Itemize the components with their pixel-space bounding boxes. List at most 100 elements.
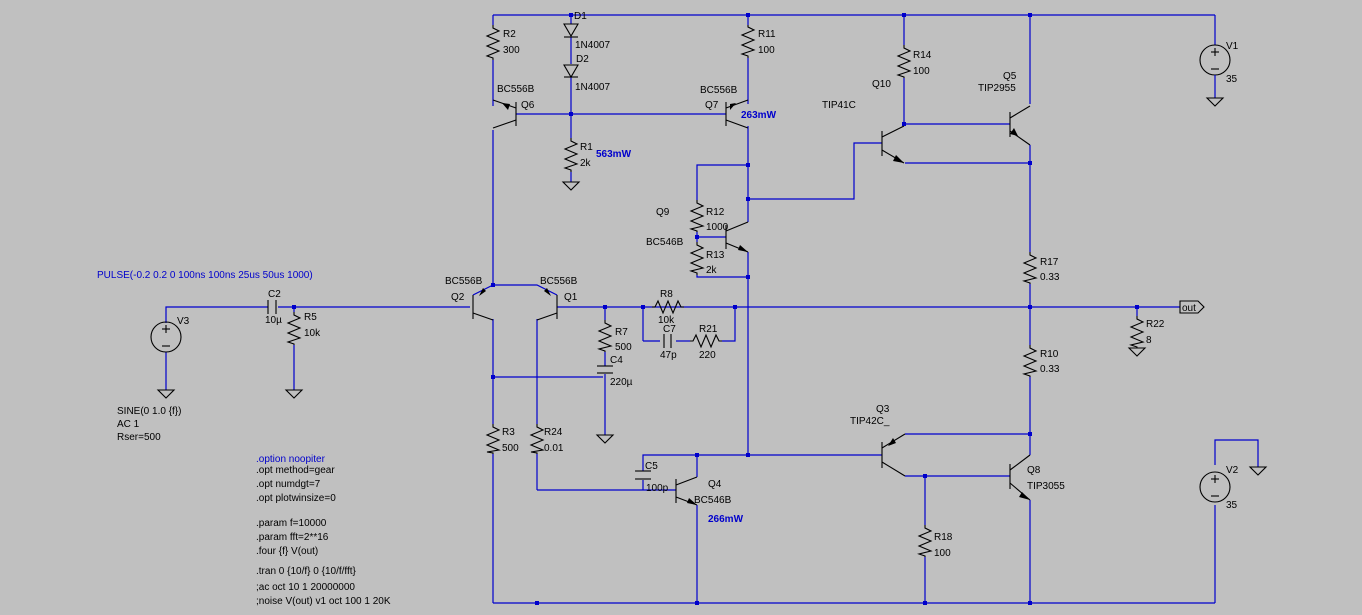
label-R24-value: 0.01 xyxy=(544,443,564,454)
label-R11-ref: R11 xyxy=(758,29,776,40)
ground-icon xyxy=(1127,347,1147,357)
transistor-Q10[interactable] xyxy=(881,125,905,164)
label-R18-value: 100 xyxy=(934,548,951,559)
capacitor-C5[interactable] xyxy=(635,470,651,480)
diode-D1[interactable] xyxy=(563,23,579,38)
resistor-R3[interactable] xyxy=(485,424,501,454)
capacitor-C2[interactable] xyxy=(267,300,277,314)
label-C2-value: 10µ xyxy=(265,315,282,326)
ground-symbols xyxy=(156,97,1268,476)
label-R8-ref: R8 xyxy=(660,289,673,300)
label-Q10-model: TIP41C xyxy=(822,100,856,111)
resistor-R1[interactable] xyxy=(563,138,579,172)
directive-line[interactable]: .four {f} V(out) xyxy=(256,546,318,557)
transistor-Q7[interactable] xyxy=(725,99,749,129)
resistor-R24[interactable] xyxy=(529,424,545,454)
junctions xyxy=(292,13,1139,605)
directive-line[interactable]: ;ac oct 10 1 20000000 xyxy=(256,582,355,593)
label-Q7-ref: Q7 xyxy=(705,100,719,111)
resistor-R17[interactable] xyxy=(1022,252,1038,284)
ground-icon xyxy=(595,434,615,444)
resistor-R2[interactable] xyxy=(485,25,501,60)
label-R12-ref: R12 xyxy=(706,207,725,218)
resistor-R22[interactable] xyxy=(1129,316,1145,348)
resistor-R10[interactable] xyxy=(1022,345,1038,377)
transistor-Q8[interactable] xyxy=(1009,454,1031,501)
label-Q7-power: 263mW xyxy=(741,110,777,121)
voltage-source-V3[interactable] xyxy=(150,321,182,353)
label-R22-value: 8 xyxy=(1146,335,1152,346)
label-C2-ref: C2 xyxy=(268,289,281,300)
label-R2-ref: R2 xyxy=(503,29,516,40)
label-Q4-power: 266mW xyxy=(708,514,744,525)
label-V3-pulse: PULSE(-0.2 0.2 0 100ns 100ns 25us 50us 1… xyxy=(97,270,313,281)
label-C5-ref: C5 xyxy=(645,461,658,472)
label-Q5-ref: Q5 xyxy=(1003,71,1017,82)
ground-icon xyxy=(1205,97,1225,107)
label-D2-ref: D2 xyxy=(576,54,589,65)
label-Q7-model: BC556B xyxy=(700,85,738,96)
label-V2-value: 35 xyxy=(1226,500,1238,511)
label-R11-value: 100 xyxy=(758,45,775,56)
label-R1-power: 563mW xyxy=(596,149,632,160)
label-Q4-ref: Q4 xyxy=(708,479,722,490)
label-V3-rser: Rser=500 xyxy=(117,432,161,443)
resistor-R21[interactable] xyxy=(690,333,722,349)
resistor-R7[interactable] xyxy=(597,320,613,352)
label-D1-ref: D1 xyxy=(574,11,587,22)
resistor-R5[interactable] xyxy=(286,312,302,345)
directive-line[interactable]: ;noise V(out) v1 oct 100 1 20K xyxy=(256,596,391,607)
directive-line[interactable]: .opt numdgt=7 xyxy=(256,479,321,490)
transistor-Q6[interactable] xyxy=(492,99,517,129)
label-R22-ref: R22 xyxy=(1146,319,1165,330)
label-R10-ref: R10 xyxy=(1040,349,1059,360)
directive-line[interactable]: .tran 0 {10/f} 0 {10/f/fft} xyxy=(256,566,357,577)
label-R3-ref: R3 xyxy=(502,427,515,438)
transistor-Q2[interactable] xyxy=(472,288,494,321)
resistor-R11[interactable] xyxy=(740,25,756,58)
directive-line[interactable]: .option noopiter xyxy=(256,454,326,465)
transistor-Q3[interactable] xyxy=(881,433,906,477)
voltage-source-V2[interactable] xyxy=(1199,471,1231,503)
label-R8-value: 10k xyxy=(658,315,675,326)
label-Q6-model: BC556B xyxy=(497,84,535,95)
transistor-Q9[interactable] xyxy=(725,221,749,253)
label-Q9-model: BC546B xyxy=(646,237,684,248)
label-R24-ref: R24 xyxy=(544,427,563,438)
capacitor-C7[interactable] xyxy=(663,334,672,348)
resistor-R13[interactable] xyxy=(689,242,705,275)
label-R14-ref: R14 xyxy=(913,50,932,61)
diode-D2[interactable] xyxy=(563,64,579,79)
transistor-Q1[interactable] xyxy=(536,288,558,321)
label-R1-value: 2k xyxy=(580,158,592,169)
transistor-Q4[interactable] xyxy=(675,476,698,506)
directive-line[interactable]: .opt method=gear xyxy=(256,465,335,476)
label-R18-ref: R18 xyxy=(934,532,953,543)
directive-line[interactable]: .opt plotwinsize=0 xyxy=(256,493,336,504)
label-C7-value: 47p xyxy=(660,350,677,361)
ground-icon xyxy=(284,389,304,399)
label-R21-ref: R21 xyxy=(699,324,718,335)
label-V2-ref: V2 xyxy=(1226,465,1239,476)
directive-line[interactable]: .param fft=2**16 xyxy=(256,532,329,543)
label-V3-sine: SINE(0 1.0 {f}) xyxy=(117,406,181,417)
label-R1-ref: R1 xyxy=(580,142,593,153)
label-D1-value: 1N4007 xyxy=(575,40,610,51)
transistor-Q5[interactable] xyxy=(1009,105,1031,146)
label-R17-value: 0.33 xyxy=(1040,272,1060,283)
label-Q8-ref: Q8 xyxy=(1027,465,1041,476)
label-R2-value: 300 xyxy=(503,45,520,56)
resistor-R14[interactable] xyxy=(896,45,912,78)
spice-directives[interactable]: .option noopiter .opt method=gear .opt n… xyxy=(256,454,391,607)
ground-icon xyxy=(1248,466,1268,476)
directive-line[interactable]: .param f=10000 xyxy=(256,518,327,529)
voltage-source-V1[interactable] xyxy=(1199,44,1231,98)
label-C4-ref: C4 xyxy=(610,355,623,366)
net-label-out[interactable]: out xyxy=(1179,300,1205,314)
resistor-R18[interactable] xyxy=(917,525,933,557)
net-label-out-text: out xyxy=(1182,303,1196,314)
resistor-R12[interactable] xyxy=(689,200,705,232)
resistor-R8[interactable] xyxy=(652,299,684,315)
capacitor-C4[interactable] xyxy=(597,365,613,374)
